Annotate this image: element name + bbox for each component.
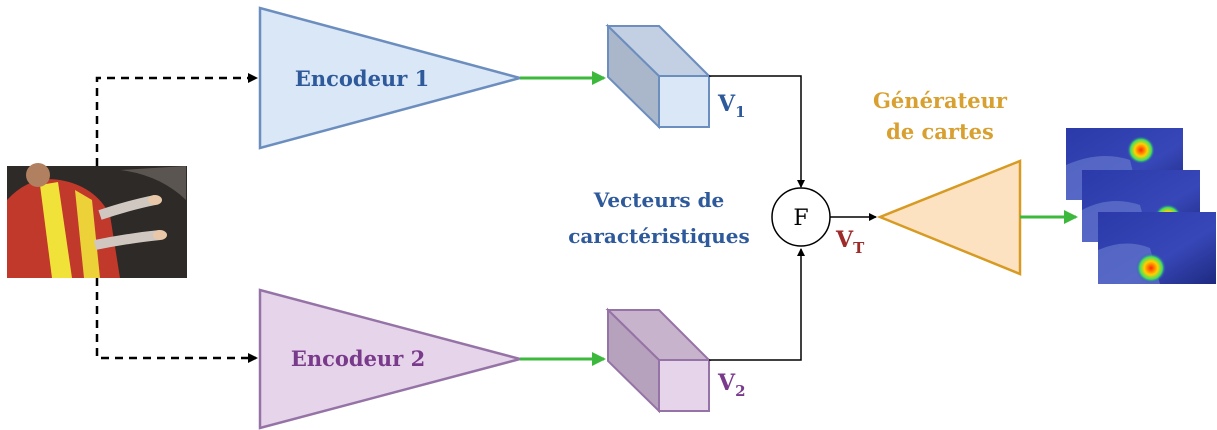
v2-label-subscript: 2 (735, 382, 745, 400)
v2-label: V2 (717, 370, 746, 400)
generator-label-line1: Générateur (873, 88, 1008, 113)
encoder-2-label: Encodeur 2 (291, 346, 425, 371)
map-generator (876, 159, 1022, 276)
heatmap-3 (1098, 212, 1216, 284)
features-caption-line1: Vecteurs de (593, 188, 725, 212)
v1-label: V1 (717, 91, 746, 121)
encoder-1 (258, 6, 525, 150)
fusion-label: F (793, 206, 808, 231)
features-caption-line2: caractéristiques (568, 224, 750, 248)
line-v2-to-fusion (709, 248, 805, 361)
feature-cuboid-v1 (605, 23, 712, 130)
vt-label-main: V (835, 227, 854, 253)
v1-label-main: V (717, 91, 736, 117)
v2-label-main: V (717, 370, 736, 396)
line-v1-to-fusion (709, 75, 805, 188)
vt-label: VT (835, 227, 865, 257)
dashed-arrow-to-encoder1 (95, 73, 258, 166)
encoder-1-label: Encodeur 1 (295, 66, 429, 91)
input-driver-photo (7, 163, 187, 278)
generator-label-line2: de cartes (886, 119, 994, 144)
vt-label-subscript: T (853, 239, 865, 257)
dashed-arrow-to-encoder2 (95, 278, 258, 363)
v1-label-subscript: 1 (735, 103, 745, 121)
feature-cuboid-v2 (605, 307, 712, 414)
encoder-2 (258, 288, 525, 430)
output-heatmap-stack (1066, 128, 1216, 284)
